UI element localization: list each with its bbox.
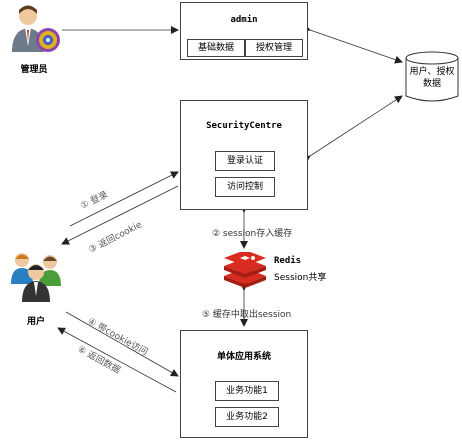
security-item-access-control[interactable]: 访问控制: [215, 177, 275, 197]
admin-cell-basic-data[interactable]: 基础数据: [187, 39, 245, 57]
security-centre-title: SecurityCentre: [206, 121, 282, 131]
cookie-visit-arrow: [65, 311, 179, 377]
app-box-title: 单体应用系统: [216, 352, 271, 362]
security-item-login-auth[interactable]: 登录认证: [215, 151, 275, 171]
security-centre-box: SecurityCentre 登录认证 访问控制: [180, 100, 308, 210]
app-item-feature-1[interactable]: 业务功能1: [215, 381, 279, 401]
adminbox-db-arrow: [302, 23, 403, 64]
return-data-arrow: [57, 327, 177, 393]
admin-box: admin 基础数据 授权管理: [180, 2, 308, 60]
security-db-arrow: [301, 95, 403, 164]
app-item-feature-2[interactable]: 业务功能2: [215, 407, 279, 427]
app-box: 单体应用系统 业务功能1 业务功能2: [180, 330, 308, 438]
session-store-label: ② session存入缓存: [212, 229, 293, 239]
database-cylinder-icon: [404, 50, 460, 104]
redis-logo-icon: [222, 250, 268, 288]
admin-gear-person-icon: [6, 2, 66, 60]
return-cookie-arrow: [61, 185, 179, 245]
login-arrow: [69, 171, 179, 227]
users-label: 用户: [26, 317, 45, 327]
redis-caption: Session共享: [274, 273, 327, 283]
database-label: 用户、授权数据: [409, 67, 455, 89]
admin-box-title: admin: [230, 15, 258, 25]
redis-name: Redis: [274, 256, 302, 266]
admin-cell-auth-management[interactable]: 授权管理: [245, 39, 303, 57]
user-group-icon: [8, 248, 64, 304]
admin-label: 管理员: [20, 65, 48, 75]
session-fetch-label: ⑤ 缓存中取出session: [202, 310, 292, 320]
